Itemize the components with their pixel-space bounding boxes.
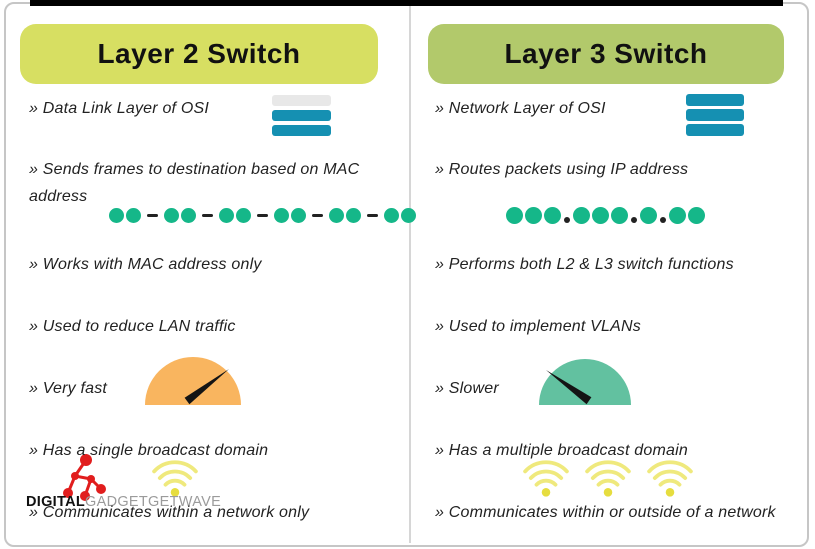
fast-speedometer-icon: [145, 357, 241, 405]
l3-communication-text: » Communicates within or outside of a ne…: [435, 504, 776, 521]
switch-layer-bar: [272, 125, 331, 136]
top-bar: [30, 0, 783, 6]
l2-osi-layer-text: » Data Link Layer of OSI: [29, 100, 210, 117]
switch-layer-bar: [686, 94, 744, 106]
address-dot: [329, 208, 344, 223]
network-molecule-logo-icon: [63, 454, 106, 501]
address-dot: [525, 206, 542, 224]
address-dot: [592, 206, 609, 224]
l3-works-with-text: » Performs both L2 & L3 switch functions: [435, 256, 734, 273]
address-dot: [669, 206, 686, 224]
header-layer3-title: Layer 3 Switch: [504, 38, 708, 69]
address-dot: [219, 208, 234, 223]
header-layer2-title: Layer 2 Switch: [97, 38, 301, 69]
wifi-broadcast-icon-2: [585, 460, 631, 497]
address-separator: [257, 214, 268, 217]
l3-broadcast-text: » Has a multiple broadcast domain: [435, 442, 688, 459]
card-background: [4, 2, 809, 547]
layer3-switch-stack-icon: [686, 94, 744, 136]
address-separator: [202, 214, 213, 217]
switch-layer-bar: [272, 95, 331, 106]
address-dot: [181, 208, 196, 223]
address-dot: [274, 208, 289, 223]
address-dot: [506, 206, 523, 224]
address-dot: [346, 208, 361, 223]
address-dot: [384, 208, 399, 223]
watermark-brand-bold: DIGITAL: [26, 494, 86, 510]
l2-communication-text: » Communicates within a network only: [29, 504, 310, 521]
address-dot: [544, 206, 561, 224]
address-dot: [573, 206, 590, 224]
address-separator: [564, 217, 570, 223]
l2-usage-text: » Used to reduce LAN traffic: [29, 318, 236, 335]
address-dot: [236, 208, 251, 223]
switch-layer-bar: [686, 124, 744, 136]
slow-speedometer-needle: [546, 370, 592, 405]
address-dot: [109, 208, 124, 223]
l2-forwarding-text-line2: address: [29, 188, 88, 205]
l3-forwarding-text: » Routes packets using IP address: [435, 161, 689, 178]
l2-works-with-text: » Works with MAC address only: [29, 256, 262, 273]
wifi-broadcast-icon-3: [647, 460, 693, 497]
layer2-switch-stack-icon: [272, 95, 331, 136]
header-layer3: Layer 3 Switch: [428, 24, 784, 84]
switch-layer-bar: [272, 110, 331, 121]
fast-speedometer-needle: [184, 369, 229, 405]
watermark-brand-light: GADGETGETWAVE: [85, 494, 222, 510]
watermark-brand: DIGITALGADGETGETWAVE: [26, 494, 221, 510]
address-dot: [291, 208, 306, 223]
l3-speed-text: » Slower: [435, 380, 499, 397]
ip-address-dots-icon: [505, 206, 706, 224]
slow-speedometer-icon: [539, 359, 631, 405]
address-separator: [147, 214, 158, 217]
address-dot: [640, 206, 657, 224]
address-separator: [660, 217, 666, 223]
l3-osi-layer-text: » Network Layer of OSI: [435, 100, 606, 117]
wifi-broadcast-icon-1: [523, 460, 569, 497]
l2-forwarding-text-line1: » Sends frames to destination based on M…: [29, 161, 360, 178]
address-separator: [367, 214, 378, 217]
switch-layer-bar: [686, 109, 744, 121]
l2-broadcast-text: » Has a single broadcast domain: [29, 442, 269, 459]
header-layer2: Layer 2 Switch: [20, 24, 378, 84]
address-dot: [164, 208, 179, 223]
address-dot: [611, 206, 628, 224]
address-dot: [688, 206, 705, 224]
address-dot: [401, 208, 416, 223]
address-dot: [126, 208, 141, 223]
column-divider: [409, 6, 411, 543]
address-separator: [312, 214, 323, 217]
address-separator: [631, 217, 637, 223]
mac-address-dots-icon: [108, 207, 417, 224]
l3-usage-text: » Used to implement VLANs: [435, 318, 641, 335]
wifi-broadcast-icon: [152, 460, 198, 497]
l2-speed-text: » Very fast: [29, 380, 108, 397]
